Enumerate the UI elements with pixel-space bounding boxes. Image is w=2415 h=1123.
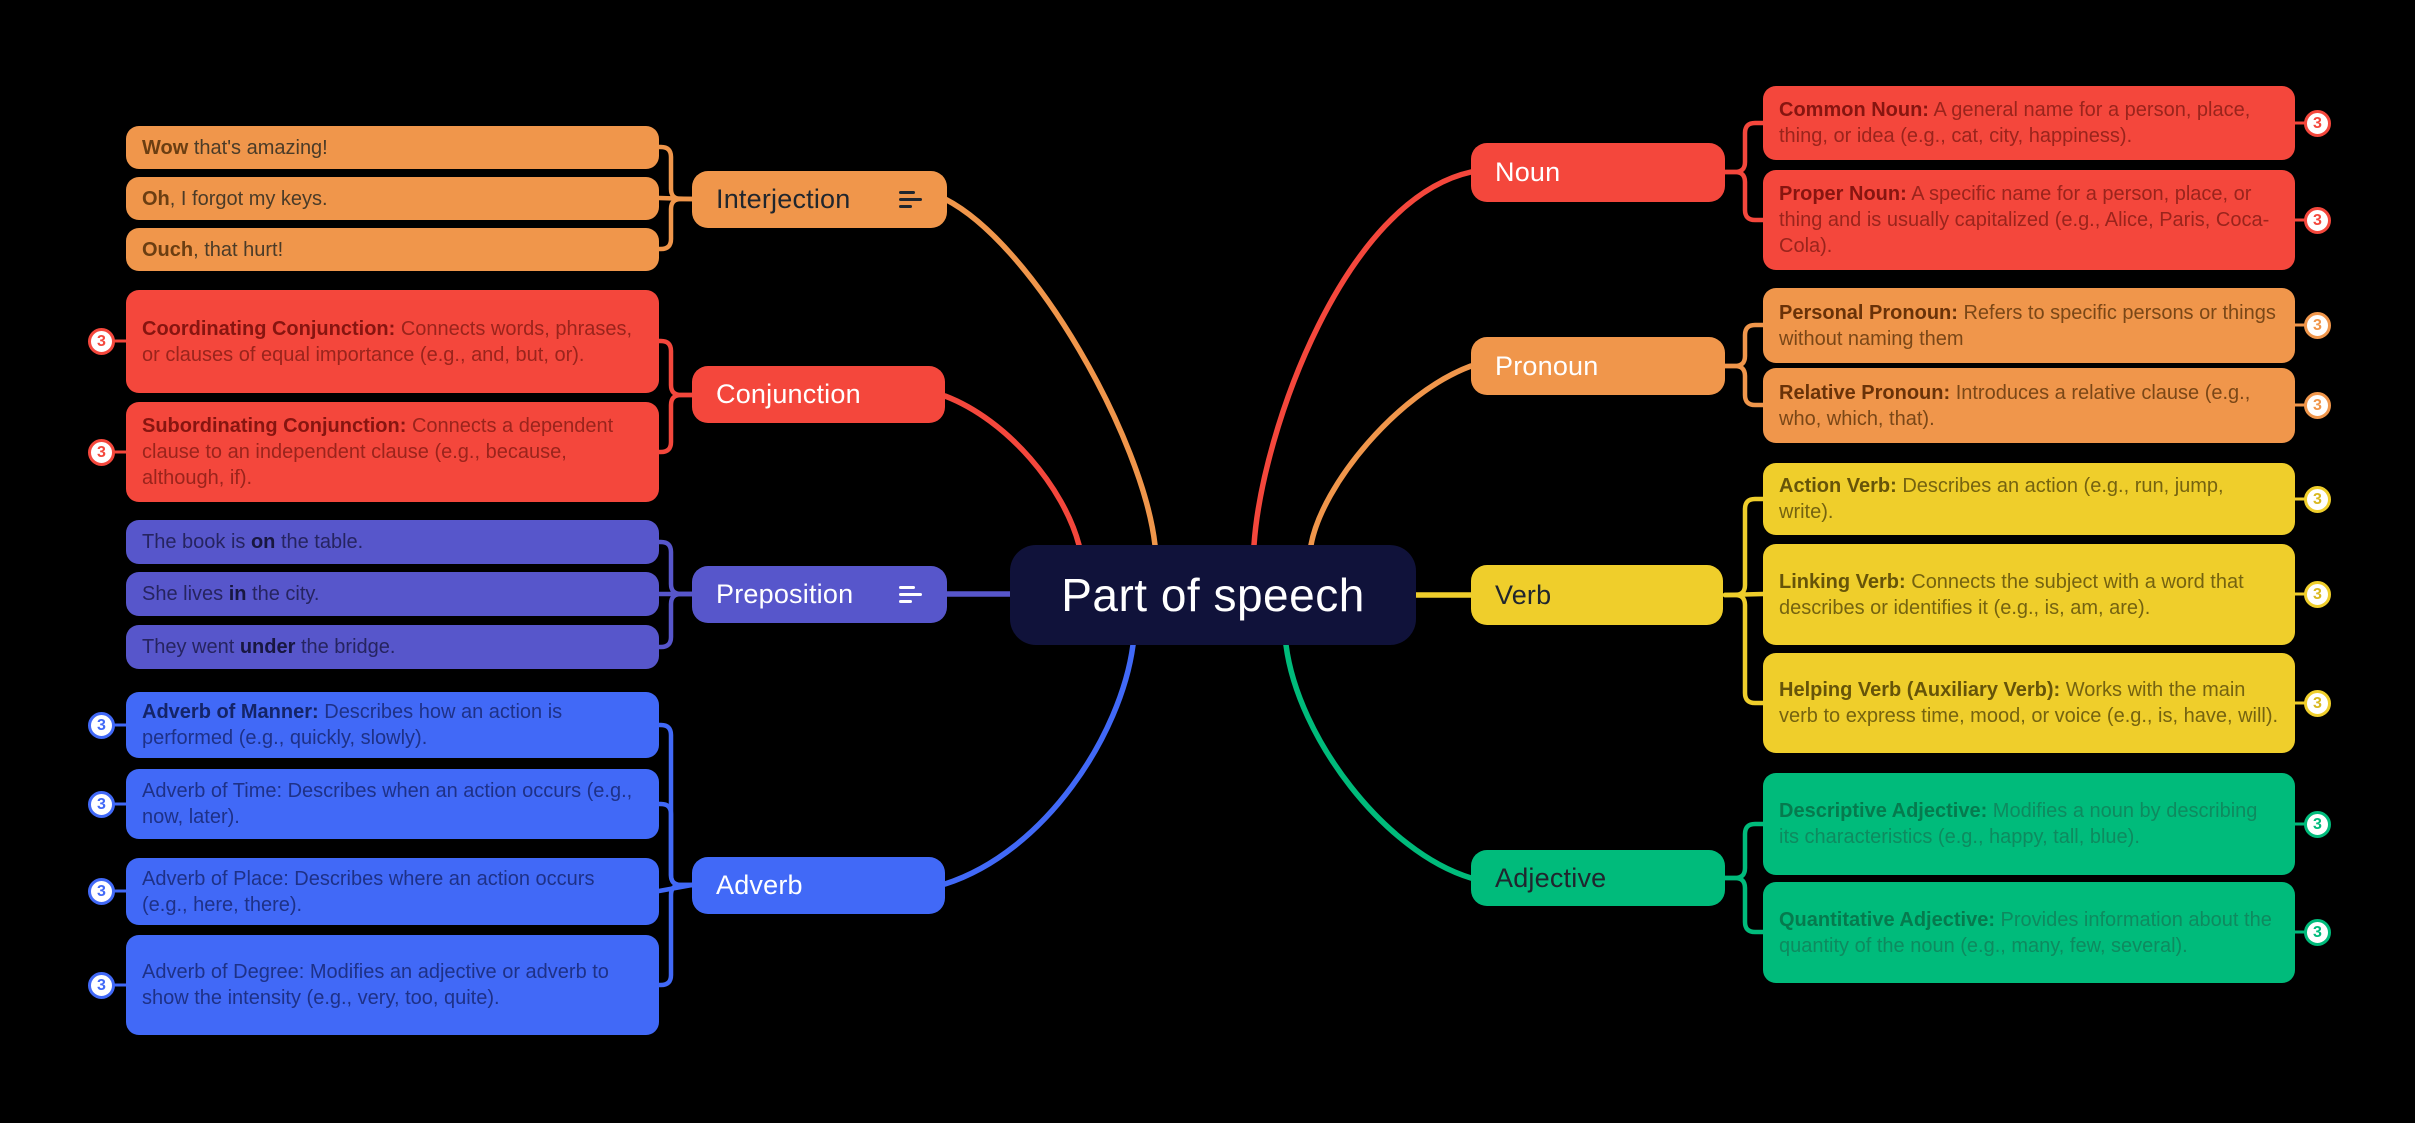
child-text: She lives in the city. — [142, 583, 320, 605]
child-text: Adverb of Manner: Describes how an actio… — [142, 701, 563, 749]
child-topic-verb-2[interactable]: Linking Verb: Connects the subject with … — [1763, 544, 2295, 645]
child-topic-preposition-1[interactable]: The book is on the table. — [126, 520, 659, 564]
child-topic-noun-1[interactable]: Common Noun: A general name for a person… — [1763, 86, 2295, 160]
child-topic-interjection-3[interactable]: Ouch, that hurt! — [126, 228, 659, 271]
child-topic-verb-3[interactable]: Helping Verb (Auxiliary Verb): Works wit… — [1763, 653, 2295, 753]
branch-label: Interjection — [716, 184, 851, 214]
central-topic[interactable]: Part of speech — [1010, 545, 1416, 645]
child-topic-adjective-1[interactable]: Descriptive Adjective: Modifies a noun b… — [1763, 773, 2295, 875]
child-text: They went under the bridge. — [142, 636, 396, 658]
connector-trunk-adverb — [942, 642, 1136, 887]
connector-trunk-interjection — [942, 196, 1158, 548]
connector-preposition-child3 — [656, 591, 695, 650]
count-badge[interactable]: 3 — [2304, 811, 2331, 838]
branch-label: Preposition — [716, 579, 854, 609]
child-topic-adverb-3[interactable]: Adverb of Place: Describes where an acti… — [126, 858, 659, 925]
child-text: Helping Verb (Auxiliary Verb): Works wit… — [1779, 679, 2279, 727]
child-topic-interjection-2[interactable]: Oh, I forgot my keys. — [126, 177, 659, 220]
child-topic-adverb-1[interactable]: Adverb of Manner: Describes how an actio… — [126, 692, 659, 758]
count-badge[interactable]: 3 — [2304, 392, 2331, 419]
child-text: Common Noun: A general name for a person… — [1779, 99, 2251, 147]
notes-icon[interactable] — [899, 586, 923, 603]
child-topic-pronoun-1[interactable]: Personal Pronoun: Refers to specific per… — [1763, 288, 2295, 363]
child-text: Relative Pronoun: Introduces a relative … — [1779, 381, 2251, 430]
branch-verb[interactable]: Verb — [1471, 565, 1723, 625]
connector-trunk-adjective — [1283, 642, 1474, 881]
child-text: Action Verb: Describes an action (e.g., … — [1779, 475, 2224, 523]
connector-preposition-child1 — [656, 539, 695, 597]
child-text: Personal Pronoun: Refers to specific per… — [1779, 301, 2276, 350]
count-badge[interactable]: 3 — [88, 712, 115, 739]
child-topic-adjective-2[interactable]: Quantitative Adjective: Provides informa… — [1763, 882, 2295, 983]
connector-conjunction-child2 — [656, 392, 695, 455]
child-topic-preposition-2[interactable]: She lives in the city. — [126, 572, 659, 616]
count-badge[interactable]: 3 — [2304, 312, 2331, 339]
connector-trunk-conjunction — [942, 393, 1082, 548]
connector-pronoun-child1 — [1722, 322, 1766, 369]
child-topic-adverb-2[interactable]: Adverb of Time: Describes when an action… — [126, 769, 659, 839]
child-text: Adverb of Degree: Modifies an adjective … — [142, 961, 609, 1009]
connector-adverb-child2 — [656, 801, 695, 888]
branch-preposition[interactable]: Preposition — [692, 566, 947, 623]
branch-label: Pronoun — [1495, 350, 1599, 381]
count-badge[interactable]: 3 — [88, 878, 115, 905]
connector-verb-child1 — [1722, 496, 1766, 598]
connector-trunk-noun — [1251, 169, 1474, 548]
connector-adverb-child4 — [656, 882, 695, 988]
count-badge[interactable]: 3 — [2304, 919, 2331, 946]
connector-adjective-child1 — [1722, 821, 1766, 881]
child-text: Linking Verb: Connects the subject with … — [1779, 570, 2244, 619]
count-badge[interactable]: 3 — [2304, 486, 2331, 513]
connector-pronoun-child2 — [1722, 363, 1766, 408]
count-badge[interactable]: 3 — [2304, 207, 2331, 234]
child-text: Proper Noun: A specific name for a perso… — [1779, 183, 2270, 257]
branch-adjective[interactable]: Adjective — [1471, 850, 1725, 906]
connector-interjection-child3 — [656, 196, 695, 252]
count-badge[interactable]: 3 — [88, 791, 115, 818]
child-topic-pronoun-2[interactable]: Relative Pronoun: Introduces a relative … — [1763, 368, 2295, 443]
branch-interjection[interactable]: Interjection — [692, 171, 947, 228]
child-topic-conjunction-1[interactable]: Coordinating Conjunction: Connects words… — [126, 290, 659, 393]
child-text: Ouch, that hurt! — [142, 238, 284, 261]
connector-trunk-pronoun — [1308, 363, 1474, 548]
count-badge[interactable]: 3 — [88, 328, 115, 355]
connector-noun-child1 — [1722, 120, 1766, 175]
child-text: Quantitative Adjective: Provides informa… — [1779, 908, 2272, 957]
branch-label: Conjunction — [716, 379, 861, 409]
branch-pronoun[interactable]: Pronoun — [1471, 337, 1725, 395]
branch-label: Verb — [1495, 579, 1552, 610]
connector-adjective-child2 — [1722, 875, 1766, 935]
child-text: The book is on the table. — [142, 531, 364, 553]
branch-noun[interactable]: Noun — [1471, 143, 1725, 202]
notes-icon[interactable] — [899, 191, 923, 208]
child-topic-interjection-1[interactable]: Wow that's amazing! — [126, 126, 659, 169]
child-text: Adverb of Time: Describes when an action… — [142, 780, 633, 828]
branch-label: Noun — [1495, 157, 1561, 187]
child-text: Adverb of Place: Describes where an acti… — [142, 867, 595, 916]
connector-noun-child2 — [1722, 169, 1766, 223]
child-text: Coordinating Conjunction: Connects words… — [142, 317, 633, 366]
branch-label: Adverb — [716, 870, 803, 900]
child-text: Wow that's amazing! — [142, 136, 328, 159]
child-text: Descriptive Adjective: Modifies a noun b… — [1779, 800, 2258, 848]
branch-conjunction[interactable]: Conjunction — [692, 366, 945, 423]
connector-conjunction-child1 — [656, 338, 695, 398]
count-badge[interactable]: 3 — [2304, 690, 2331, 717]
connector-verb-child3 — [1722, 592, 1766, 706]
child-topic-adverb-4[interactable]: Adverb of Degree: Modifies an adjective … — [126, 935, 659, 1035]
count-badge[interactable]: 3 — [2304, 581, 2331, 608]
child-text: Oh, I forgot my keys. — [142, 187, 328, 210]
branch-label: Adjective — [1495, 862, 1607, 893]
child-topic-conjunction-2[interactable]: Subordinating Conjunction: Connects a de… — [126, 402, 659, 502]
child-topic-preposition-3[interactable]: They went under the bridge. — [126, 625, 659, 669]
child-text: Subordinating Conjunction: Connects a de… — [142, 415, 614, 489]
connector-interjection-child1 — [656, 144, 695, 202]
count-badge[interactable]: 3 — [88, 972, 115, 999]
count-badge[interactable]: 3 — [88, 439, 115, 466]
child-topic-noun-2[interactable]: Proper Noun: A specific name for a perso… — [1763, 170, 2295, 270]
branch-adverb[interactable]: Adverb — [692, 857, 945, 914]
count-badge[interactable]: 3 — [2304, 110, 2331, 137]
child-topic-verb-1[interactable]: Action Verb: Describes an action (e.g., … — [1763, 463, 2295, 535]
